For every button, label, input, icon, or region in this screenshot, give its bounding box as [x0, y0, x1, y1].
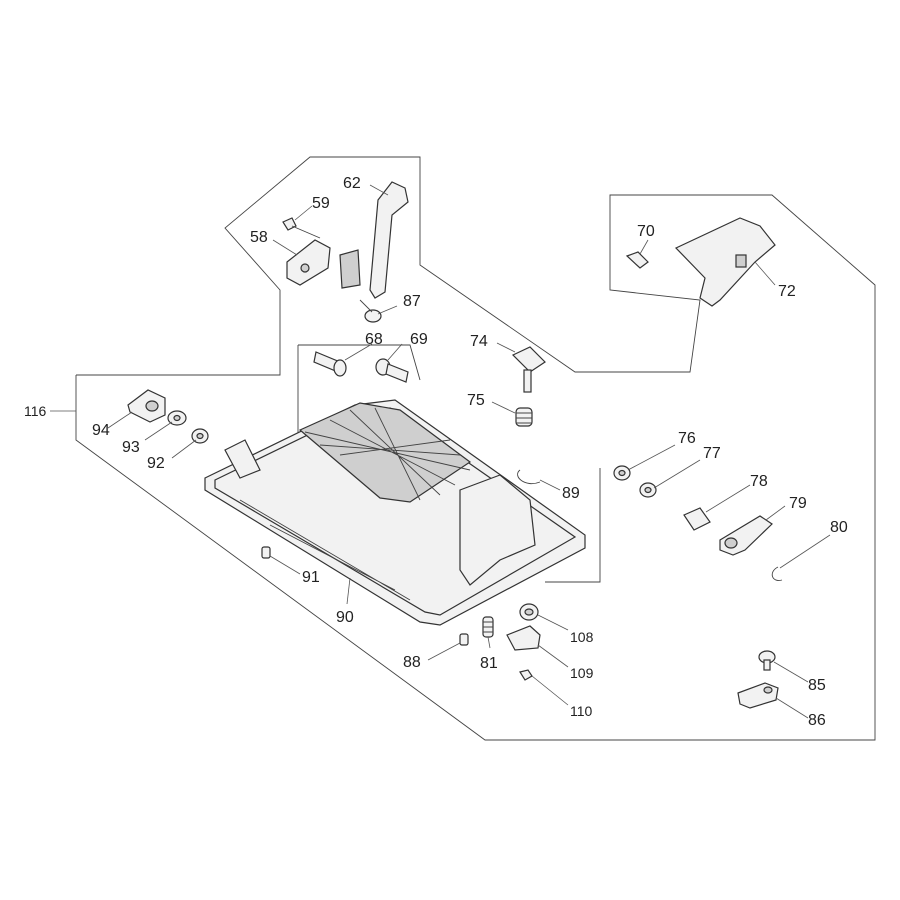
base-plate-part — [204, 399, 586, 626]
callout-90: 90 — [336, 609, 354, 626]
callout-81: 81 — [480, 655, 498, 672]
callout-88: 88 — [403, 654, 421, 671]
bolt-part-69 — [375, 358, 409, 383]
plate-part-109 — [506, 625, 541, 651]
sleeve-part-78 — [683, 507, 711, 531]
washer-part-77 — [639, 482, 657, 498]
spring-part-81 — [482, 616, 494, 638]
callout-69: 69 — [410, 331, 428, 348]
callout-85: 85 — [808, 677, 826, 694]
pin-part-70 — [625, 251, 649, 269]
screw-part-59 — [282, 217, 321, 239]
callout-58: 58 — [250, 229, 268, 246]
callout-87: 87 — [403, 293, 421, 310]
callout-108: 108 — [570, 629, 594, 645]
screw-part-85 — [758, 650, 776, 671]
callout-77: 77 — [703, 445, 721, 462]
callout-76: 76 — [678, 430, 696, 447]
knob-part-94 — [127, 389, 166, 423]
ring-part-80 — [771, 566, 783, 581]
callout-59: 59 — [312, 195, 330, 212]
callout-91: 91 — [302, 569, 320, 586]
callout-94: 94 — [92, 422, 110, 439]
callout-110: 110 — [570, 703, 593, 719]
washer-part-93 — [167, 410, 187, 426]
callout-75: 75 — [467, 392, 485, 409]
callout-93: 93 — [122, 439, 140, 456]
handle-part-79 — [719, 515, 773, 556]
callout-78: 78 — [750, 473, 768, 490]
callout-68: 68 — [365, 331, 383, 348]
callout-70: 70 — [637, 223, 655, 240]
bracket-part-86 — [737, 682, 779, 709]
washer-part-76 — [613, 465, 631, 481]
bracket-part-72 — [674, 217, 776, 307]
callout-109: 109 — [570, 665, 594, 681]
set-screw-part-91 — [261, 546, 271, 559]
nut-part-108 — [519, 603, 539, 621]
nut-part-110 — [519, 669, 533, 681]
set-screw-part-88 — [459, 633, 469, 646]
callout-79: 79 — [789, 495, 807, 512]
lever-part-62 — [339, 181, 409, 299]
callout-labels: 116 94 93 92 58 59 62 87 68 69 70 72 74 … — [24, 175, 848, 729]
bolt-part-68 — [313, 351, 347, 377]
callout-72: 72 — [778, 283, 796, 300]
callout-80: 80 — [830, 519, 848, 536]
wing-bolt-part-74 — [511, 346, 546, 393]
callout-74: 74 — [470, 333, 488, 350]
pin-part-87 — [359, 299, 382, 323]
callout-116: 116 — [24, 403, 47, 419]
clip-part-89 — [517, 469, 541, 484]
callout-86: 86 — [808, 712, 826, 729]
callout-92: 92 — [147, 455, 165, 472]
leader-lines — [50, 184, 831, 719]
callout-89: 89 — [562, 485, 580, 502]
callout-62: 62 — [343, 175, 361, 192]
spring-part-75 — [515, 407, 533, 427]
bracket-part-58 — [286, 239, 331, 286]
washer-part-92 — [191, 428, 209, 444]
